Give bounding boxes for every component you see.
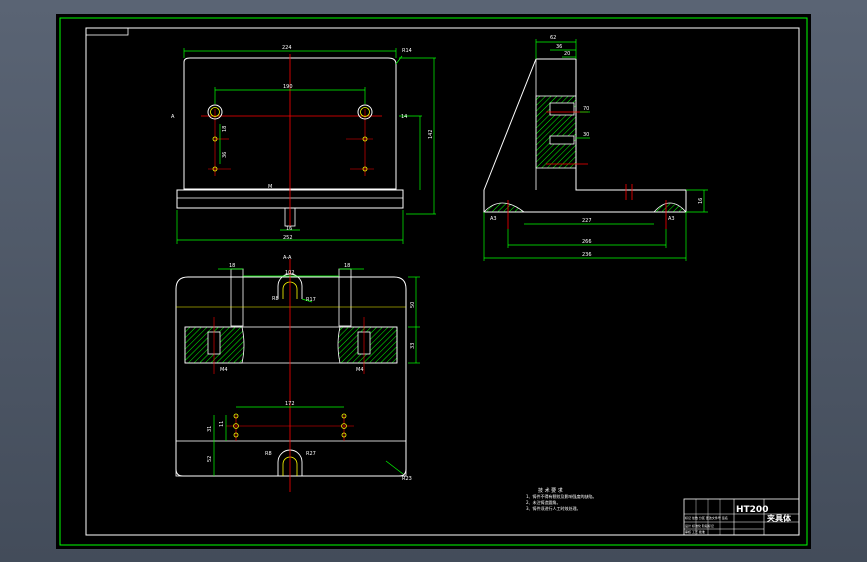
section-title: A-A: [283, 255, 292, 261]
side-view: 62 36 20 70 30 227 266 236 A3 A3 16: [483, 35, 708, 261]
title-block: HT200 夹具体 标记 处数 分区 更改文件号 签名 设计 标准化 阶段标记 …: [683, 498, 800, 536]
section-dim-9: 172: [285, 401, 295, 407]
front-dim-3: 142: [428, 129, 434, 139]
front-dim-1: R14: [402, 48, 412, 54]
side-dim-0: 62: [550, 35, 556, 41]
note-1: 1、铸件不得有裂纹及影响强度的缺陷。: [526, 493, 597, 499]
front-dim-4: 14: [401, 114, 407, 120]
section-dim-13: R27: [306, 451, 316, 457]
front-dim-2: 190: [283, 84, 293, 90]
technical-notes: 技 术 要 求 1、铸件不得有裂纹及影响强度的缺陷。 2、未注铸造圆角。 3、铸…: [526, 487, 597, 511]
section-dim-15: R23: [402, 476, 412, 482]
drawing-canvas: 224 R14 190 142 14 16 36 18 252 M A: [59, 17, 808, 546]
section-dim-11: 11: [219, 421, 225, 427]
section-dim-10: 31: [207, 426, 213, 432]
front-dim-5: 16: [286, 226, 292, 232]
title-row-3: 审核 工艺 批准: [685, 529, 705, 534]
drawing-sheet: 224 R14 190 142 14 16 36 18 252 M A: [56, 14, 811, 549]
note-2: 2、未注铸造圆角。: [526, 499, 561, 505]
section-dim-8: M4: [356, 367, 364, 373]
notes-heading: 技 术 要 求: [538, 487, 563, 494]
front-dim-7: 18: [222, 126, 228, 132]
section-dim-14: 52: [207, 456, 213, 462]
section-dim-5: 50: [410, 302, 416, 308]
side-dim-9: A3: [668, 216, 675, 222]
front-dim-6: 36: [222, 152, 228, 158]
section-dim-2: 18: [344, 263, 350, 269]
side-dim-8: A3: [490, 216, 497, 222]
section-dim-1: 102: [285, 270, 295, 276]
section-dim-12: R8: [265, 451, 272, 457]
side-dim-7: 236: [582, 252, 592, 258]
material-label: HT200: [736, 505, 768, 515]
front-view: 224 R14 190 142 14 16 36 18 252 M A: [171, 45, 436, 244]
side-dim-2: 20: [564, 51, 570, 57]
side-dim-6: 266: [582, 239, 592, 245]
corner-box: [85, 27, 129, 36]
outer-frame: [59, 17, 808, 546]
side-dim-10: 16: [698, 198, 704, 204]
side-dim-3: 70: [583, 106, 589, 112]
title-row-1: 标记 处数 分区 更改文件号 签名: [685, 515, 728, 520]
section-dim-3: R8: [272, 296, 279, 302]
part-name: 夹具体: [767, 513, 792, 523]
section-dim-4: R17: [306, 297, 316, 303]
note-3: 3、铸件须进行人工时效处理。: [526, 505, 581, 511]
section-dim-6: 33: [410, 343, 416, 349]
front-dim-9: M: [268, 184, 272, 190]
inner-frame: [85, 27, 800, 536]
section-view: A-A 18 102 18 R8 R17 50 33 M4 M4 172 31 …: [175, 255, 420, 492]
title-row-2: 设计 标准化 阶段标记: [685, 523, 714, 528]
front-dim-0: 224: [282, 45, 292, 51]
front-dim-8: 252: [283, 235, 293, 241]
side-dim-1: 36: [556, 44, 562, 50]
section-dim-7: M4: [220, 367, 228, 373]
side-dim-5: 227: [582, 218, 592, 224]
section-dim-0: 18: [229, 263, 235, 269]
front-dim-10: A: [171, 114, 175, 120]
side-dim-4: 30: [583, 132, 589, 138]
